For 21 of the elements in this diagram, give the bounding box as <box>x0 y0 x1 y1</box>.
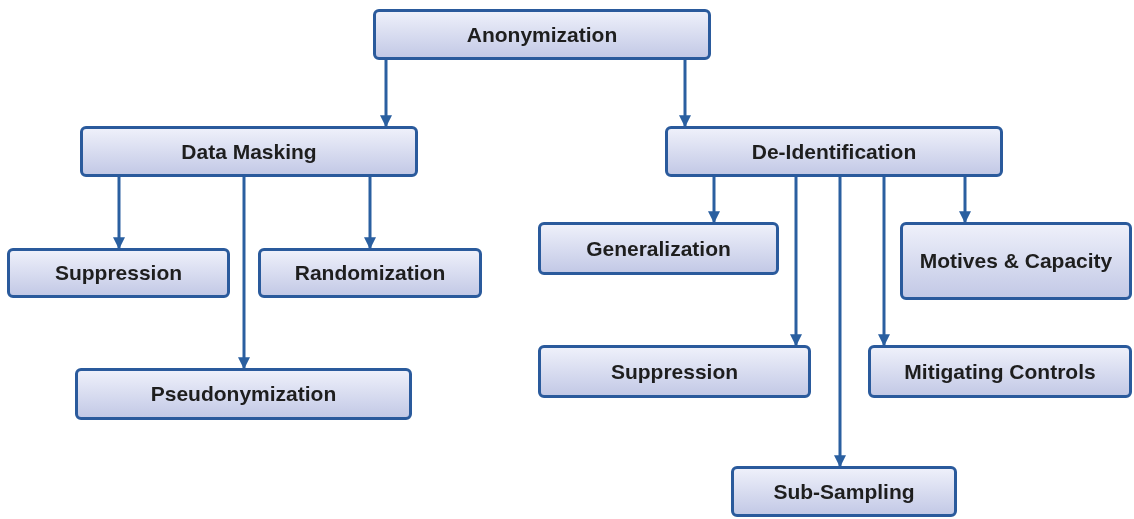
category-box: De-Identification <box>665 126 1003 177</box>
arrow <box>834 177 846 468</box>
category-box: Anonymization <box>373 9 711 60</box>
category-box: Motives & Capacity <box>900 222 1132 300</box>
category-box: Suppression <box>7 248 230 298</box>
arrow <box>708 177 720 224</box>
category-box: Pseudonymization <box>75 368 412 420</box>
arrow <box>364 177 376 250</box>
arrow <box>878 177 890 347</box>
arrow <box>790 177 802 347</box>
category-box: Sub-Sampling <box>731 466 957 517</box>
category-box: Suppression <box>538 345 811 398</box>
category-box: Generalization <box>538 222 779 275</box>
arrow <box>113 177 125 250</box>
arrow <box>679 60 691 128</box>
category-box: Mitigating Controls <box>868 345 1132 398</box>
category-box: Data Masking <box>80 126 418 177</box>
arrow <box>238 177 250 370</box>
arrow <box>959 177 971 224</box>
arrow <box>380 60 392 128</box>
category-box: Randomization <box>258 248 482 298</box>
